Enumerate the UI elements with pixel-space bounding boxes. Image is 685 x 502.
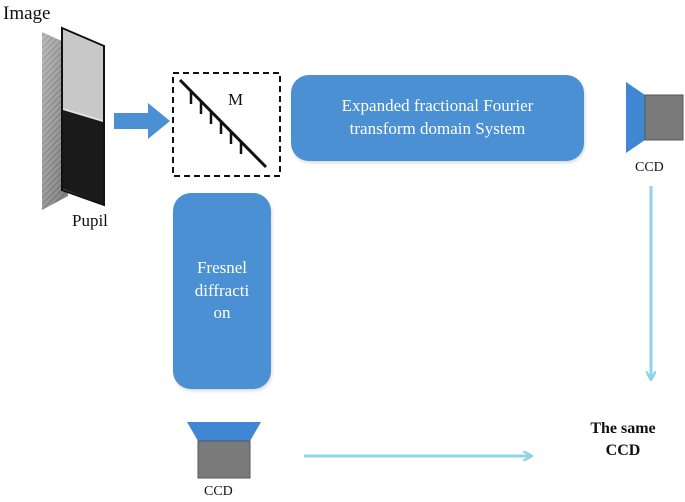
image-label: Image [3, 3, 51, 24]
ccd-bottom-label: CCD [204, 484, 233, 499]
same-ccd-line-1: The same [590, 420, 656, 437]
ccd-top-label: CCD [635, 160, 664, 175]
input-arrow [114, 103, 170, 139]
fractional-fourier-box: Expanded fractional Fourier transform do… [291, 75, 584, 161]
pupil-label: Pupil [72, 211, 108, 230]
fractional-fourier-line-1: Expanded fractional Fourier [341, 96, 534, 116]
same-ccd-label: The same CCD [578, 418, 668, 461]
mirror-label: M [228, 90, 244, 109]
fresnel-line-2: diffracti [194, 280, 250, 300]
pupil-plate [61, 26, 105, 207]
mirror-m [172, 72, 281, 177]
ccd-bottom [187, 422, 261, 479]
fresnel-line-3: on [213, 303, 231, 323]
fresnel-diffraction-box: Fresnel diffracti on [173, 193, 271, 389]
same-ccd-line-2: CCD [605, 441, 641, 459]
fresnel-line-1: Fresnel [196, 257, 248, 277]
ccd-top [626, 82, 684, 153]
fractional-fourier-line-2: transform domain System [349, 119, 526, 138]
